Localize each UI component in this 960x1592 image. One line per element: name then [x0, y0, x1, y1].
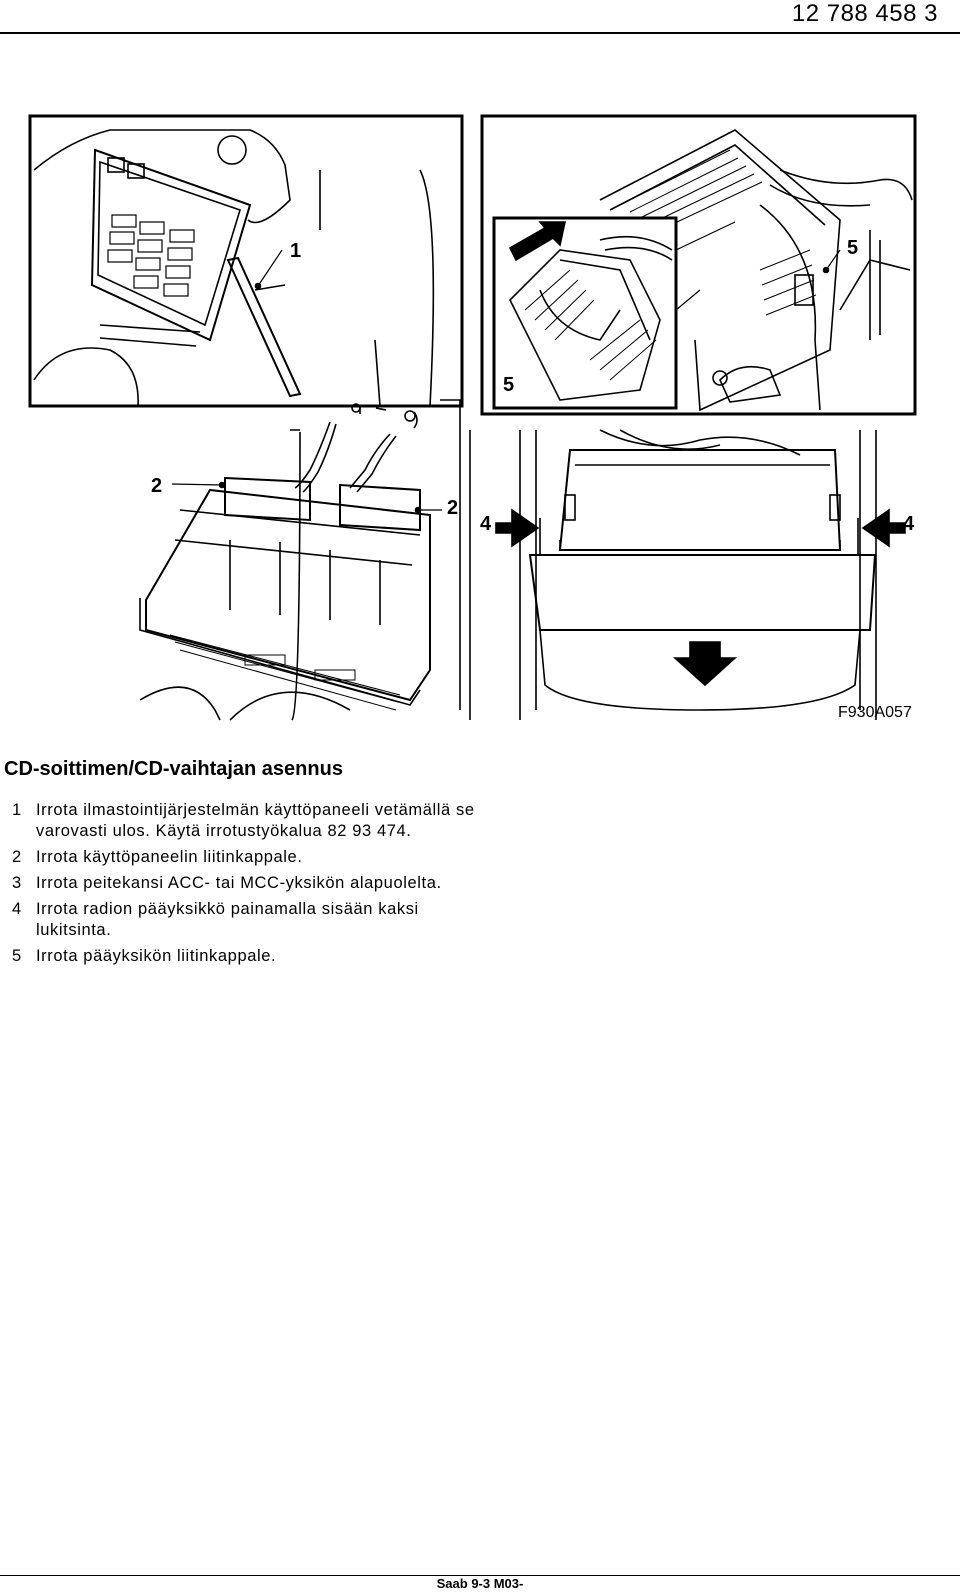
figure-code: F930A057	[838, 704, 912, 721]
panel-panel-connector	[139, 399, 471, 721]
footer-text: Saab 9-3 M03-	[436, 1576, 524, 1591]
step-item: 3 Irrota peitekansi ACC- tai MCC-yksikön…	[12, 873, 482, 894]
step-number: 4	[12, 900, 22, 918]
step-number: 5	[12, 947, 22, 965]
callout-5-inset: 5	[503, 374, 514, 396]
installation-illustration: 1 2 2 4 4 5 5 F930A057	[0, 110, 960, 740]
step-item: 1 Irrota ilmastointijärjestelmän käyttöp…	[12, 800, 482, 842]
callout-4-left: 4	[480, 513, 492, 535]
callout-5-main: 5	[847, 237, 858, 259]
step-number: 1	[12, 801, 22, 819]
callout-2-left: 2	[151, 475, 162, 497]
step-list: 1 Irrota ilmastointijärjestelmän käyttöp…	[12, 800, 482, 972]
callout-1: 1	[290, 240, 301, 262]
panel-main-unit-connector	[480, 114, 917, 416]
footer-rule	[0, 1575, 960, 1576]
callout-4-right: 4	[903, 513, 915, 535]
panel-climate-control	[28, 114, 464, 408]
step-item: 5 Irrota pääyksikön liitinkappale.	[12, 946, 482, 967]
step-number: 2	[12, 848, 22, 866]
panel-main-unit-removal	[495, 429, 906, 720]
step-text: Irrota ilmastointijärjestelmän käyttöpan…	[36, 801, 475, 840]
step-text: Irrota käyttöpaneelin liitinkappale.	[36, 848, 303, 866]
step-number: 3	[12, 874, 22, 892]
step-text: Irrota pääyksikön liitinkappale.	[36, 947, 277, 965]
step-item: 2 Irrota käyttöpaneelin liitinkappale.	[12, 847, 482, 868]
callout-2-right: 2	[447, 497, 458, 519]
step-item: 4 Irrota radion pääyksikkö painamalla si…	[12, 899, 482, 941]
document-number: 12 788 458 3	[791, 0, 938, 27]
section-title: CD-soittimen/CD-vaihtajan asennus	[4, 758, 343, 780]
step-text: Irrota peitekansi ACC- tai MCC-yksikön a…	[36, 874, 442, 892]
header-rule	[0, 32, 960, 34]
step-text: Irrota radion pääyksikkö painamalla sisä…	[36, 900, 419, 939]
